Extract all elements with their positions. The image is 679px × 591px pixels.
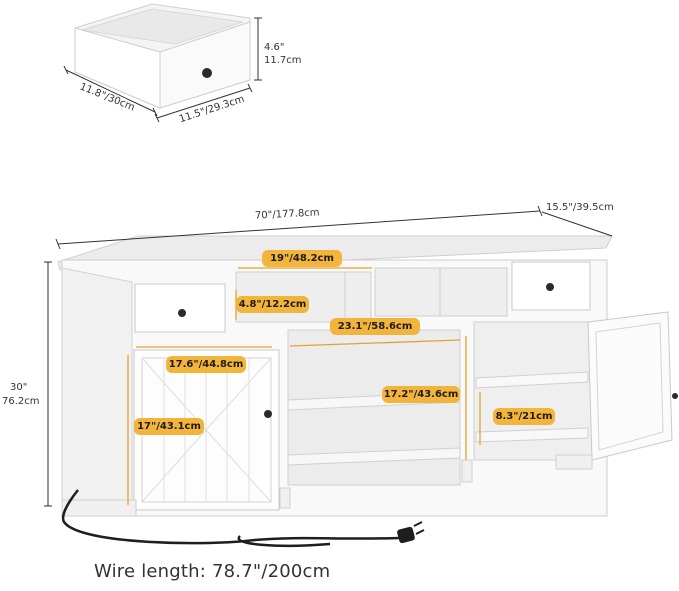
right-shelf-height-tag: 8.3"/21cm bbox=[493, 408, 555, 425]
tv-cabinet bbox=[57, 235, 678, 517]
wire-length-label: Wire length: 78.7"/200cm bbox=[94, 561, 331, 582]
drawer-height-label: 4.6" bbox=[264, 42, 285, 53]
middle-width-tag: 23.1"/58.6cm bbox=[330, 318, 420, 335]
barn-door-pattern bbox=[141, 357, 272, 503]
door-height-tag: 17"/43.1cm bbox=[134, 418, 204, 435]
interior-measure-lines bbox=[127, 267, 481, 505]
drawer-dimension-lines bbox=[63, 17, 262, 123]
top-shelf-height-tag: 4.8"/12.2cm bbox=[236, 296, 309, 313]
door-width-tag: 17.6"/44.8cm bbox=[166, 356, 246, 373]
total-height-label: 30" bbox=[10, 382, 28, 393]
drawer-height-cm-label: 11.7cm bbox=[264, 55, 302, 66]
total-height-cm-label: 76.2cm bbox=[2, 396, 40, 407]
plug-icon bbox=[397, 526, 415, 544]
drawer-illustration bbox=[74, 3, 251, 109]
top-shelf-width-tag: 19"/48.2cm bbox=[262, 250, 342, 267]
left-door-knob-icon bbox=[264, 410, 272, 418]
power-cord bbox=[61, 489, 425, 547]
left-drawer-knob-icon bbox=[178, 309, 186, 317]
total-depth-label: 15.5"/39.5cm bbox=[546, 202, 614, 213]
middle-shelf-height-tag: 17.2"/43.6cm bbox=[382, 386, 460, 403]
right-drawer-knob-icon bbox=[546, 283, 554, 291]
right-door-knob-icon bbox=[672, 393, 678, 399]
drawer-knob-icon bbox=[202, 68, 212, 78]
cabinet-dimension-lines bbox=[44, 205, 613, 507]
